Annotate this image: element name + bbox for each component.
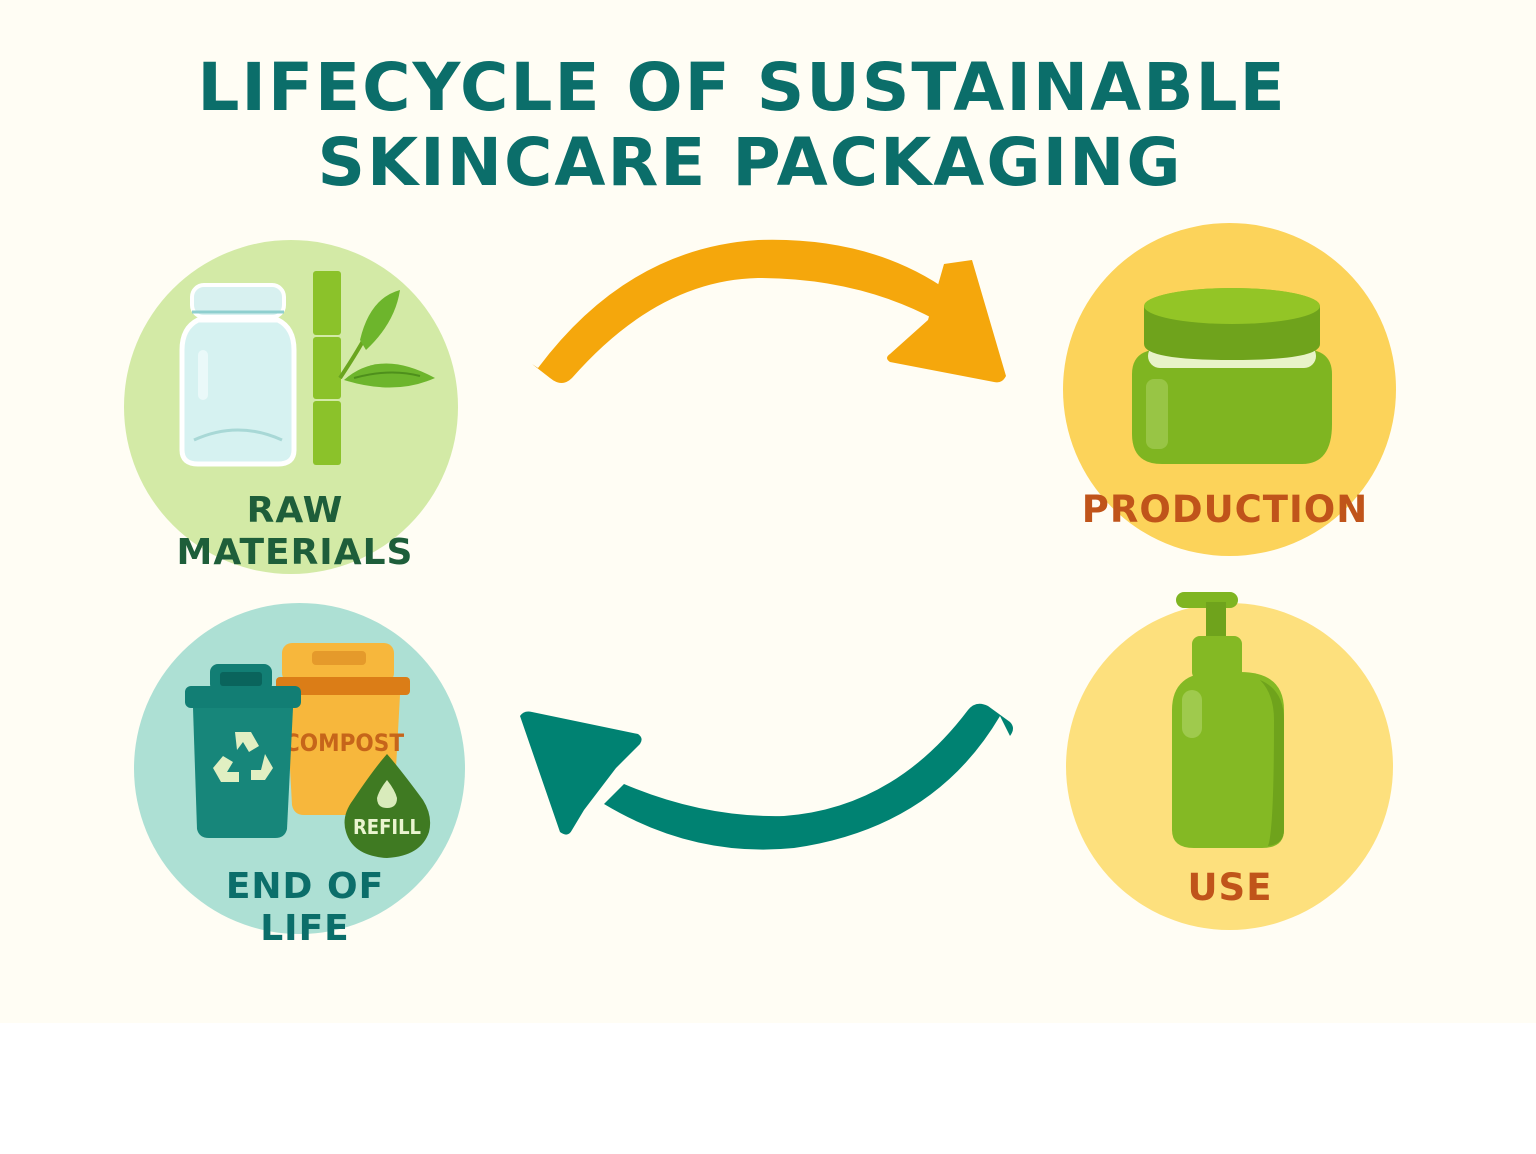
glass-jar-icon: [179, 283, 297, 467]
end-of-life-label: END OF LIFE: [160, 866, 450, 951]
arrow-use-to-end-of-life-icon: [520, 703, 1013, 850]
use-label: USE: [1080, 866, 1380, 910]
refill-drop-icon: REFILL: [344, 754, 431, 858]
production-label: PRODUCTION: [1070, 488, 1380, 532]
compost-text: COMPOST: [284, 729, 404, 757]
production-label-line1: PRODUCTION: [1081, 488, 1369, 531]
pump-bottle-icon: [1172, 592, 1284, 848]
cream-jar-icon: [1132, 288, 1332, 464]
raw-materials-label: RAW MATERIALS: [150, 490, 440, 575]
recycle-symbol-icon: [213, 732, 273, 782]
diagram-canvas: LIFECYCLE OF SUSTAINABLE SKINCARE PACKAG…: [0, 0, 1536, 1023]
end-of-life-label-line1: END OF: [225, 866, 385, 907]
arrow-raw-to-production-icon: [532, 239, 1006, 383]
title-line-2: SKINCARE PACKAGING: [317, 124, 1183, 201]
bamboo-icon: [313, 271, 435, 465]
refill-text: REFILL: [353, 815, 421, 839]
title-line-1: LIFECYCLE OF SUSTAINABLE: [197, 49, 1287, 126]
recycle-bin-icon: [185, 664, 301, 838]
end-of-life-label-line2: LIFE: [260, 908, 350, 950]
raw-materials-label-line1: RAW: [246, 490, 344, 531]
use-label-line1: USE: [1187, 866, 1273, 909]
raw-materials-label-line2: MATERIALS: [176, 532, 414, 574]
